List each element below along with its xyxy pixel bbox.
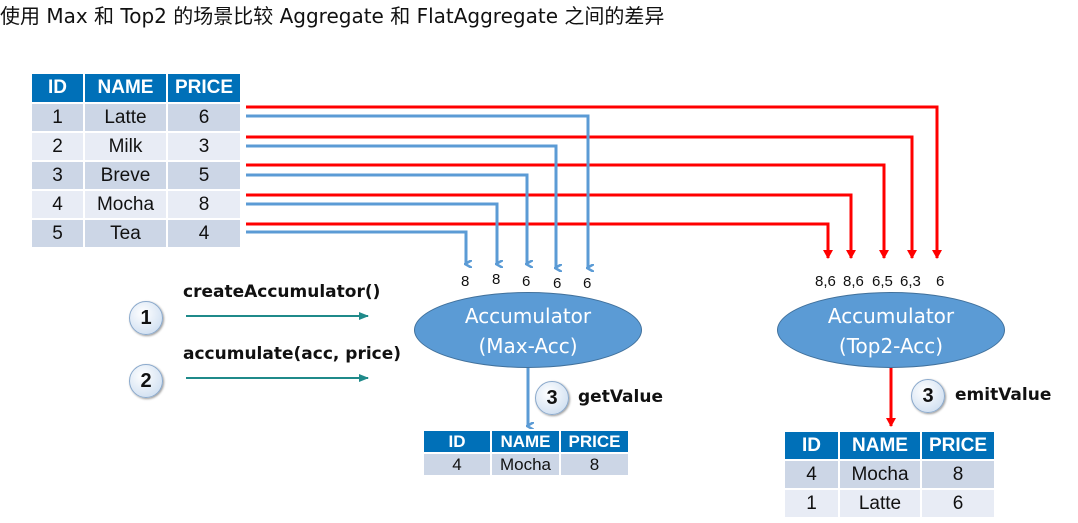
red-line-1	[246, 105, 942, 259]
accumulator-max: Accumulator (Max-Acc)	[414, 292, 642, 368]
cell: 4	[783, 459, 840, 490]
cell: Latte	[838, 488, 922, 519]
col-price: PRICE	[166, 72, 242, 104]
col-id: ID	[30, 72, 85, 104]
cell: Tea	[83, 218, 168, 249]
cell: 4	[30, 189, 85, 220]
blue-line-1	[246, 114, 588, 268]
step-3-badge: 3	[911, 379, 945, 413]
get-value-label: getValue	[578, 387, 663, 407]
cell: Milk	[83, 131, 168, 162]
step-2-label: accumulate(acc, price)	[183, 344, 402, 364]
acc-subtitle: (Top2-Acc)	[838, 334, 944, 358]
acc-subtitle: (Max-Acc)	[478, 334, 578, 358]
cell: 3	[166, 131, 242, 162]
cell: 3	[30, 160, 85, 191]
step-3-badge: 3	[535, 381, 569, 415]
blue-line-4	[246, 202, 497, 264]
emit-value-label: emitValue	[955, 385, 1052, 405]
cell: Mocha	[490, 452, 561, 477]
cell: 8	[920, 459, 996, 490]
col-price: PRICE	[559, 429, 630, 454]
cell: 8	[559, 452, 630, 477]
acc-title: Accumulator	[827, 304, 955, 328]
max-label: 6	[583, 275, 592, 292]
col-id: ID	[783, 430, 840, 461]
max-label: 6	[522, 273, 531, 290]
max-label: 6	[553, 275, 562, 292]
top2-label: 6,3	[900, 273, 921, 290]
top2-label: 8,6	[843, 273, 864, 290]
col-name: NAME	[838, 430, 922, 461]
cell: 6	[166, 102, 242, 133]
step-2-badge: 2	[129, 364, 163, 398]
cell: Mocha	[83, 189, 168, 220]
page-title: 使用 Max 和 Top2 的场景比较 Aggregate 和 FlatAggr…	[0, 4, 665, 28]
cell: Breve	[83, 160, 168, 191]
top2-label: 6,5	[872, 273, 893, 290]
cell: 8	[166, 189, 242, 220]
cell: 1	[783, 488, 840, 519]
col-name: NAME	[490, 429, 561, 454]
cell: 4	[166, 218, 242, 249]
cell: 6	[920, 488, 996, 519]
cell: 4	[422, 452, 492, 477]
cell: 1	[30, 102, 85, 133]
cell: 5	[30, 218, 85, 249]
cell: 2	[30, 131, 85, 162]
accumulator-top2: Accumulator (Top2-Acc)	[777, 292, 1005, 368]
max-label: 8	[461, 273, 470, 290]
top2-label: 8,6	[815, 273, 836, 290]
step-1-badge: 1	[129, 301, 163, 335]
blue-line-3	[246, 173, 527, 264]
step-1-label: createAccumulator()	[183, 282, 381, 302]
red-line-2	[246, 135, 917, 259]
top2-label: 6	[936, 273, 945, 290]
col-name: NAME	[83, 72, 168, 104]
red-line-5	[246, 222, 833, 259]
blue-line-5	[246, 230, 466, 264]
cell: 5	[166, 160, 242, 191]
red-line-4	[246, 193, 856, 259]
blue-line-2	[246, 144, 556, 268]
col-price: PRICE	[920, 430, 996, 461]
cell: Mocha	[838, 459, 922, 490]
cell: Latte	[83, 102, 168, 133]
max-label: 8	[492, 271, 501, 288]
acc-title: Accumulator	[464, 304, 592, 328]
col-id: ID	[422, 429, 492, 454]
red-line-3	[246, 163, 889, 259]
